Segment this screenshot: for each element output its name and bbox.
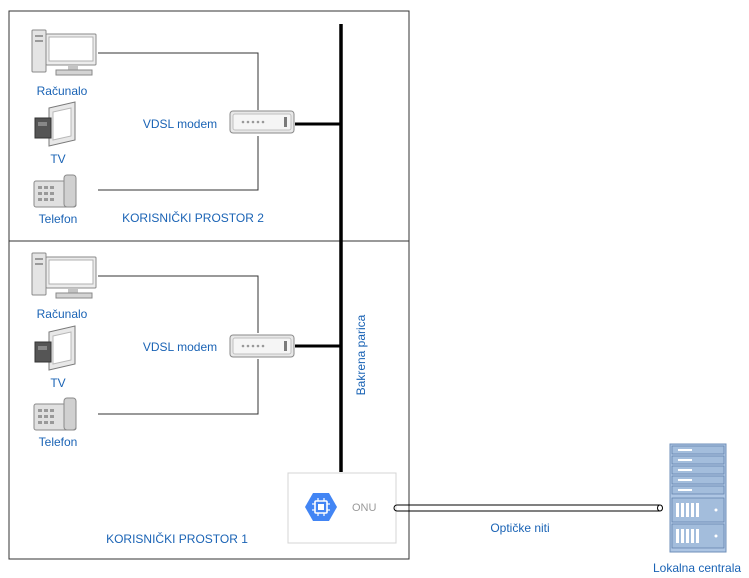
phone-1-wire bbox=[98, 359, 259, 415]
server-rack-icon bbox=[669, 443, 727, 553]
room-title: KORISNIČKI PROSTOR 1 bbox=[106, 531, 248, 546]
tv-icon bbox=[34, 325, 76, 371]
computer-icon bbox=[31, 252, 97, 299]
room-1-box bbox=[8, 240, 410, 560]
copper-pair-label: Bakrena parica bbox=[354, 314, 368, 395]
room-title: KORISNIČKI PROSTOR 2 bbox=[122, 210, 264, 225]
phone-label: Telefon bbox=[39, 435, 78, 449]
computer-label: Računalo bbox=[37, 307, 88, 321]
phone-icon bbox=[33, 174, 77, 208]
modem-label: VDSL modem bbox=[143, 340, 217, 354]
onu-node bbox=[287, 472, 397, 544]
tv-label: TV bbox=[50, 152, 65, 166]
fiber-label: Optičke niti bbox=[490, 521, 549, 535]
modem-icon bbox=[229, 110, 295, 134]
computer-2-wire bbox=[98, 52, 259, 110]
onu-label: ONU bbox=[352, 502, 377, 514]
phone-2-wire bbox=[98, 136, 259, 191]
phone-label: Telefon bbox=[39, 212, 78, 226]
modem-label: VDSL modem bbox=[143, 117, 217, 131]
tv-icon bbox=[34, 101, 76, 147]
tv-label: TV bbox=[50, 376, 65, 390]
computer-1-wire bbox=[98, 275, 259, 333]
computer-icon bbox=[31, 29, 97, 76]
phone-icon bbox=[33, 397, 77, 431]
computer-label: Računalo bbox=[37, 84, 88, 98]
modem-icon bbox=[229, 334, 295, 358]
fiber-cable bbox=[393, 504, 663, 512]
exchange-label: Lokalna centrala bbox=[653, 561, 741, 575]
chip-icon bbox=[305, 493, 337, 521]
